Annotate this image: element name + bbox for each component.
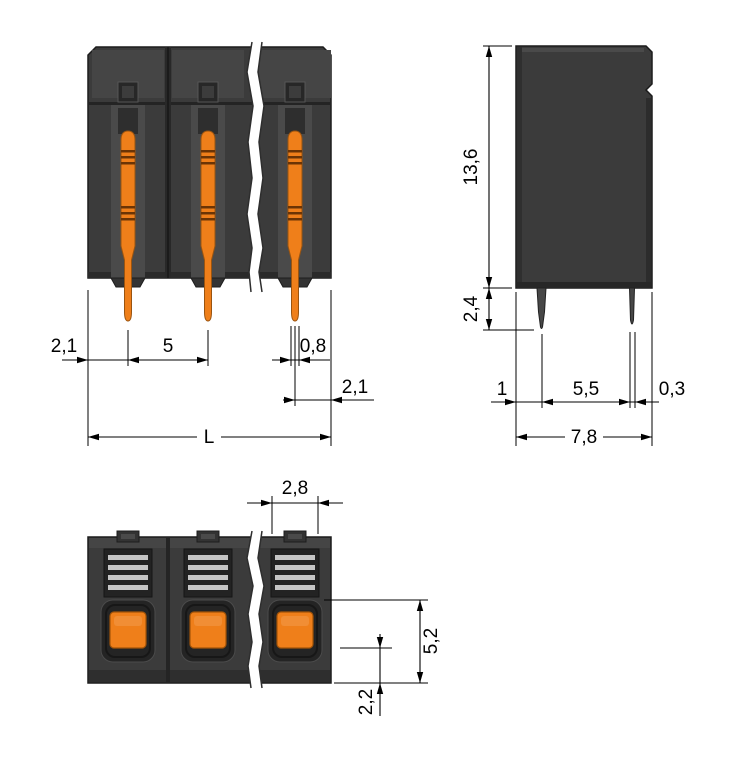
- side-view: [515, 45, 653, 329]
- pole-2-top: [180, 530, 236, 663]
- side-view-dimensions: 13,6 2,4 1 5,5 0,3 7,8: [461, 45, 685, 448]
- dim-length-label: L: [204, 427, 215, 448]
- dimension-arrow: [77, 356, 88, 364]
- dimension-arrow: [485, 46, 493, 57]
- dimension-arrow: [376, 683, 384, 694]
- dimension-arrow: [516, 433, 527, 441]
- housing-bottom-band: [258, 670, 330, 682]
- dim-edge-to-pin-label: 1: [497, 379, 508, 400]
- front-view-dimensions: 2,1 5 0,8 2,1 L: [51, 290, 374, 448]
- dimension-arrow: [331, 396, 342, 404]
- dimension-arrow: [261, 499, 272, 507]
- top-view: [87, 530, 332, 689]
- dimension-arrow: [505, 398, 516, 406]
- front-view: [87, 41, 332, 322]
- dimension-arrow: [197, 356, 208, 364]
- dimension-arrow: [320, 433, 331, 441]
- dimension-arrow: [128, 356, 139, 364]
- dimension-arrow: [542, 398, 553, 406]
- dim-pin-thickness-label: 0,3: [659, 379, 685, 400]
- housing-right-shade: [646, 98, 651, 287]
- dimension-arrow: [485, 319, 493, 330]
- dimension-arrow: [88, 433, 99, 441]
- dim-pin-length-label: 2,4: [461, 295, 482, 322]
- dim-offset-left-label: 2,1: [51, 336, 77, 357]
- dim-pin-spacing-label: 5,5: [573, 379, 599, 400]
- dim-opening-width-label: 2,8: [282, 478, 308, 499]
- dimension-arrow: [641, 433, 652, 441]
- break-line-right: [257, 530, 265, 689]
- dimension-arrow: [284, 396, 295, 404]
- pole-1-top: [100, 530, 156, 663]
- break-line-left: [246, 530, 254, 689]
- dimension-arrow: [485, 277, 493, 288]
- dimension-arrow: [416, 672, 424, 683]
- solder-pin-front-leg: [536, 287, 547, 329]
- dim-pin-width-label: 0,8: [300, 336, 326, 357]
- dimension-arrow: [318, 499, 329, 507]
- dim-pitch-label: 5: [163, 336, 174, 357]
- dim-depth-label: 7,8: [571, 427, 597, 448]
- housing-top-band: [258, 538, 330, 548]
- dim-offset-right-label: 2,1: [342, 377, 368, 398]
- pole-groove-line: [167, 47, 169, 278]
- dim-height-label: 13,6: [461, 149, 482, 186]
- dimension-arrow: [299, 356, 310, 364]
- housing-left-shade: [517, 47, 522, 287]
- housing-bottom-shade: [517, 282, 651, 288]
- break-line-left: [246, 41, 254, 293]
- top-view-dimensions: 2,8 5,2 2,2: [247, 478, 442, 716]
- housing-top-highlight: [518, 48, 644, 52]
- break-line-right: [257, 41, 265, 293]
- dim-bottom-offset-label: 2,2: [356, 689, 377, 715]
- housing-side-body: [515, 45, 653, 289]
- dimension-arrow: [635, 398, 646, 406]
- dim-button-span-label: 5,2: [421, 628, 442, 654]
- pole-groove: [166, 537, 170, 683]
- solder-pin-rear-leg: [628, 287, 636, 325]
- dimension-arrow: [280, 356, 291, 364]
- dimension-arrow: [416, 600, 424, 611]
- housing-bottom-band: [89, 670, 253, 682]
- housing-top-band: [89, 538, 253, 548]
- housing-seam: [257, 102, 331, 105]
- dimension-arrow: [619, 398, 630, 406]
- dimension-arrow: [376, 637, 384, 648]
- pole-3-top: [267, 530, 323, 663]
- dimension-arrow: [485, 288, 493, 299]
